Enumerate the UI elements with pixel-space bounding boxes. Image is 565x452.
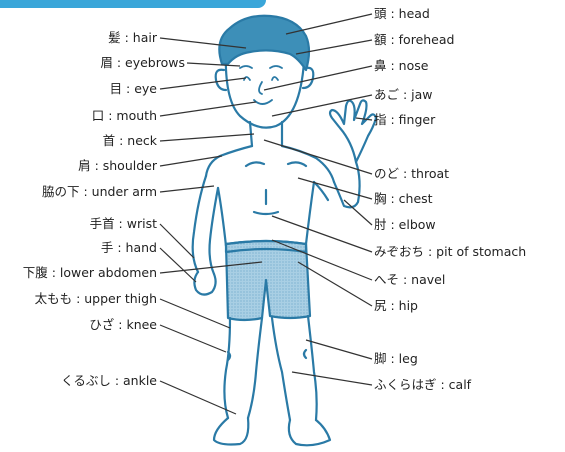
label-navel: へそ : navel — [374, 273, 445, 287]
left-leg — [224, 318, 262, 418]
eyebrow-right — [270, 66, 282, 68]
torso-right — [306, 182, 314, 244]
left-arm — [193, 176, 218, 274]
knee-marks — [228, 350, 306, 360]
label-hair: 髪 : hair — [108, 31, 157, 45]
label-eye: 目 : eye — [110, 82, 157, 96]
label-neck: 首 : neck — [103, 134, 157, 148]
label-throat: のど : throat — [374, 167, 449, 181]
left-ear — [216, 70, 226, 90]
label-leg: 脚 : leg — [374, 352, 418, 366]
label-chest: 胸 : chest — [374, 192, 433, 206]
label-forehead: 額 : forehead — [374, 33, 454, 47]
torso-outline — [206, 146, 334, 182]
label-head: 頭 : head — [374, 7, 430, 21]
nose — [259, 82, 262, 94]
right-ear — [303, 68, 313, 88]
label-shoulder: 肩 : shoulder — [78, 159, 157, 173]
face-outline — [226, 48, 304, 128]
right-hand — [330, 100, 376, 162]
mouth — [254, 100, 272, 104]
label-nose: 鼻 : nose — [374, 59, 428, 73]
label-knee: ひざ : knee — [89, 318, 157, 332]
eyebrow-left — [240, 66, 252, 68]
label-upper-thigh: 太もも : upper thigh — [35, 292, 157, 306]
label-wrist: 手首 : wrist — [90, 217, 157, 231]
left-foot — [214, 418, 248, 445]
torso-left — [218, 188, 226, 246]
eye-right — [272, 77, 278, 80]
right-foot — [289, 420, 330, 445]
label-calf: ふくらはぎ : calf — [374, 378, 471, 392]
label-jaw: あご : jaw — [374, 88, 433, 102]
left-hand — [194, 272, 215, 295]
label-lower-abdomen: 下腹 : lower abdomen — [23, 266, 157, 280]
label-eyebrows: 眉 : eyebrows — [100, 56, 185, 70]
face-features — [240, 66, 282, 104]
label-mouth: 口 : mouth — [92, 109, 157, 123]
label-hip: 尻 : hip — [374, 299, 418, 313]
label-finger: 指 : finger — [374, 113, 435, 127]
label-hand: 手 : hand — [101, 241, 157, 255]
right-leg — [272, 316, 317, 420]
label-ankle: くるぶし : ankle — [61, 374, 157, 388]
label-elbow: 肘 : elbow — [374, 218, 436, 232]
chest-marks — [246, 162, 306, 214]
label-under-arm: 脇の下 : under arm — [42, 185, 157, 199]
shorts — [226, 241, 310, 320]
hair-icon — [219, 16, 309, 70]
label-pit-of-stomach: みぞおち : pit of stomach — [374, 245, 526, 259]
